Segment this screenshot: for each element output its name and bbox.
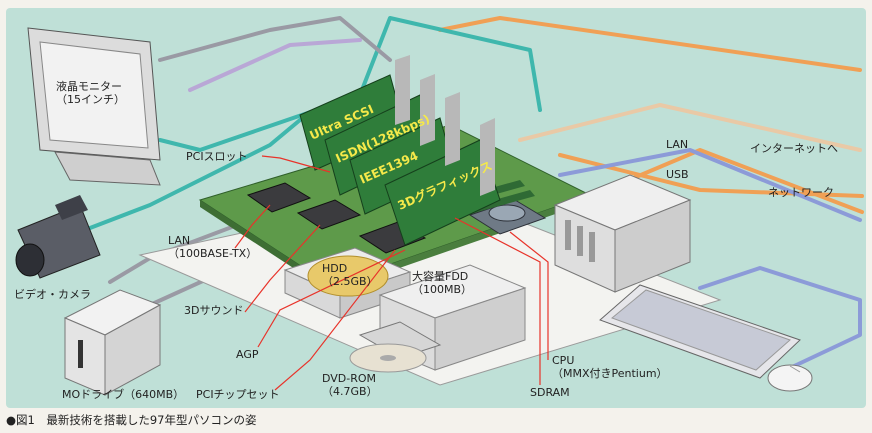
figure-caption: ●図1 最新技術を搭載した97年型パソコンの姿	[6, 413, 257, 427]
dvd-tray	[349, 321, 442, 373]
label-video-camera: ビデオ・カメラ	[14, 288, 91, 301]
label-network: ネットワーク	[768, 186, 834, 199]
keyboard	[599, 284, 801, 379]
label-lan-chip: LAN （100BASE-TX）	[168, 234, 257, 260]
label-fdd-name: 大容量FDD	[412, 270, 469, 283]
leader-lan	[234, 204, 271, 249]
label-hdd-size: （2.5GB）	[322, 275, 378, 288]
label-pci-slot: PCIスロット	[186, 150, 248, 163]
label-monitor: 液晶モニター （15インチ）	[56, 80, 125, 106]
cable-usb	[558, 148, 862, 222]
cable-orange-top	[438, 16, 862, 72]
expansion-cards: Ultra SCSI ISDN(128kbps) IEEE1394 3Dグラフィ…	[299, 55, 501, 246]
cable-camera	[88, 118, 302, 230]
label-sound: 3Dサウンド	[184, 304, 244, 317]
label-lan-chip-spec: （100BASE-TX）	[168, 247, 258, 260]
cable-violet	[188, 38, 362, 92]
lan-chip	[246, 182, 312, 213]
cable-gray-top	[158, 16, 392, 62]
label-lan-chip-name: LAN	[168, 234, 191, 247]
cable-keyboard	[698, 266, 862, 370]
label-fdd: 大容量FDD （100MB）	[412, 270, 472, 296]
sound-chip	[296, 199, 362, 230]
leader-cpu	[509, 231, 549, 360]
label-dvd-size: （4.7GB）	[322, 385, 378, 398]
mouse	[767, 364, 813, 392]
label-monitor-name: 液晶モニター	[56, 80, 122, 93]
label-lan-line: LAN	[666, 138, 689, 151]
label-monitor-size: （15インチ）	[56, 93, 125, 106]
leader-sdram	[454, 217, 541, 385]
pc-case	[553, 174, 692, 293]
label-internet: インターネットへ	[750, 142, 838, 155]
leader-chipset	[274, 249, 396, 391]
leader-sound	[244, 224, 321, 313]
leader-agp	[257, 249, 406, 348]
label-sdram: SDRAM	[530, 386, 570, 399]
leader-lines	[234, 155, 549, 391]
label-fdd-size: （100MB）	[412, 283, 473, 296]
label-cpu-spec: （MMX付きPentium）	[552, 367, 668, 380]
mo-drive	[63, 289, 162, 396]
label-dvd: DVD-ROM （4.7GB）	[322, 372, 378, 398]
video-camera	[15, 195, 101, 279]
cpu-heatsink	[468, 199, 547, 235]
label-hdd-name: HDD	[322, 262, 348, 275]
label-dvd-name: DVD-ROM	[322, 372, 377, 385]
label-agp: AGP	[236, 348, 259, 361]
label-cpu-name: CPU	[552, 354, 575, 367]
label-cpu: CPU （MMX付きPentium）	[552, 354, 668, 380]
label-hdd: HDD （2.5GB）	[322, 262, 378, 288]
cable-monitor	[158, 16, 542, 152]
lcd-monitor	[27, 27, 161, 186]
label-pci-chipset: PCIチップセット	[196, 388, 280, 401]
label-usb-line: USB	[666, 168, 689, 181]
label-mo-drive: MOドライブ（640MB）	[62, 388, 185, 401]
leader-pci-slot	[261, 155, 331, 173]
cable-lan	[518, 103, 862, 152]
